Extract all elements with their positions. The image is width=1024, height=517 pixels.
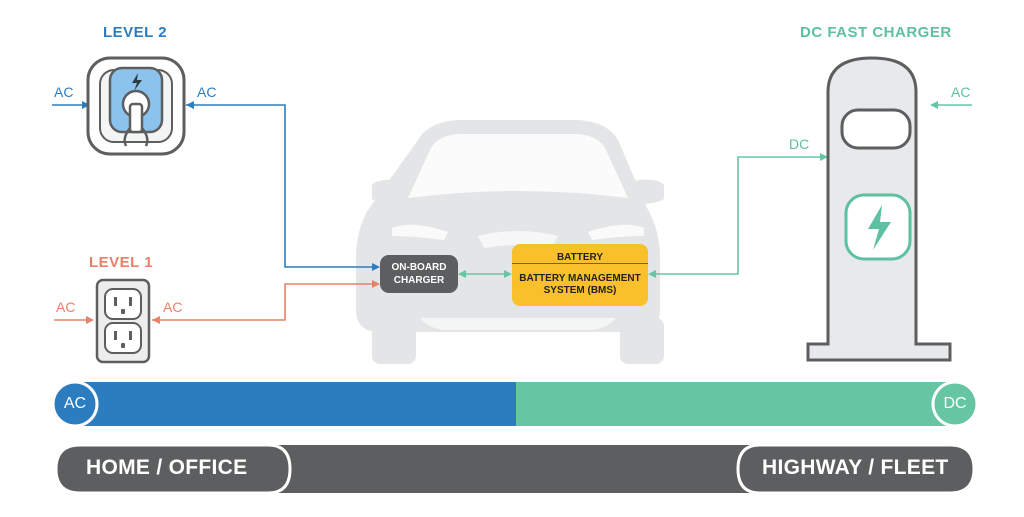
home-office-label: HOME / OFFICE	[86, 456, 248, 479]
ac-bar	[78, 382, 516, 426]
dc-bolt-icon	[868, 205, 891, 250]
level1-arrow-left	[152, 316, 160, 324]
plug-icon	[121, 89, 151, 147]
dc-out-label: DC	[789, 136, 810, 152]
level1-ac-in-arrow	[86, 316, 94, 324]
battery-title: BATTERY	[512, 244, 648, 264]
level2-ac-out-label: AC	[197, 84, 217, 100]
bolt-icon	[132, 73, 142, 91]
level2-arrow-left	[186, 101, 194, 109]
windshield	[408, 134, 628, 198]
dc-arrow-left	[648, 270, 656, 278]
onboard-charger-line1: ON-BOARD	[391, 262, 447, 273]
dc-bar	[516, 382, 954, 426]
bumper	[420, 318, 616, 330]
level2-arrow-right	[372, 263, 380, 271]
level1-ac-in-label: AC	[56, 299, 76, 315]
highway-fleet-label: HIGHWAY / FLEET	[762, 456, 949, 479]
right-headlight	[588, 224, 644, 240]
level2-line	[186, 104, 376, 268]
grille	[478, 231, 558, 248]
highway-fleet-pill	[736, 443, 976, 495]
level1-line	[152, 283, 376, 321]
dc-badge: DC	[943, 395, 967, 412]
bms-line1: BATTERY MANAGEMENT	[519, 273, 641, 284]
dc-ac-in-arrow	[930, 101, 938, 109]
onboard-charger-line2: CHARGER	[393, 275, 445, 286]
level1-title: LEVEL 1	[89, 254, 154, 271]
level1-ac-out-label: AC	[163, 299, 183, 315]
ac-badge-circle	[51, 380, 99, 428]
onboard-charger-box: ON-BOARD CHARGER	[380, 255, 458, 293]
charger-battery-arrow-left	[458, 270, 466, 278]
dc-line	[652, 156, 824, 275]
charger-battery-arrow-right	[504, 270, 512, 278]
dc-charger-station	[806, 56, 952, 362]
bms-line2: SYSTEM (BMS)	[543, 285, 617, 296]
level2-title: LEVEL 2	[103, 24, 168, 41]
level1-arrow-right	[372, 280, 380, 288]
dc-ac-in-label: AC	[951, 84, 971, 100]
dc-charger-title: DC FAST CHARGER	[800, 24, 952, 41]
home-office-pill	[54, 443, 292, 495]
level2-ac-in-label: AC	[54, 84, 74, 100]
battery-box: BATTERY BATTERY MANAGEMENT SYSTEM (BMS)	[512, 244, 648, 306]
dc-badge-circle	[931, 380, 979, 428]
outlet-icon	[95, 278, 151, 364]
left-headlight	[392, 224, 448, 240]
ac-badge: AC	[63, 395, 87, 412]
dc-arrow-right	[820, 153, 828, 161]
level2-ac-in-arrow	[82, 101, 90, 109]
